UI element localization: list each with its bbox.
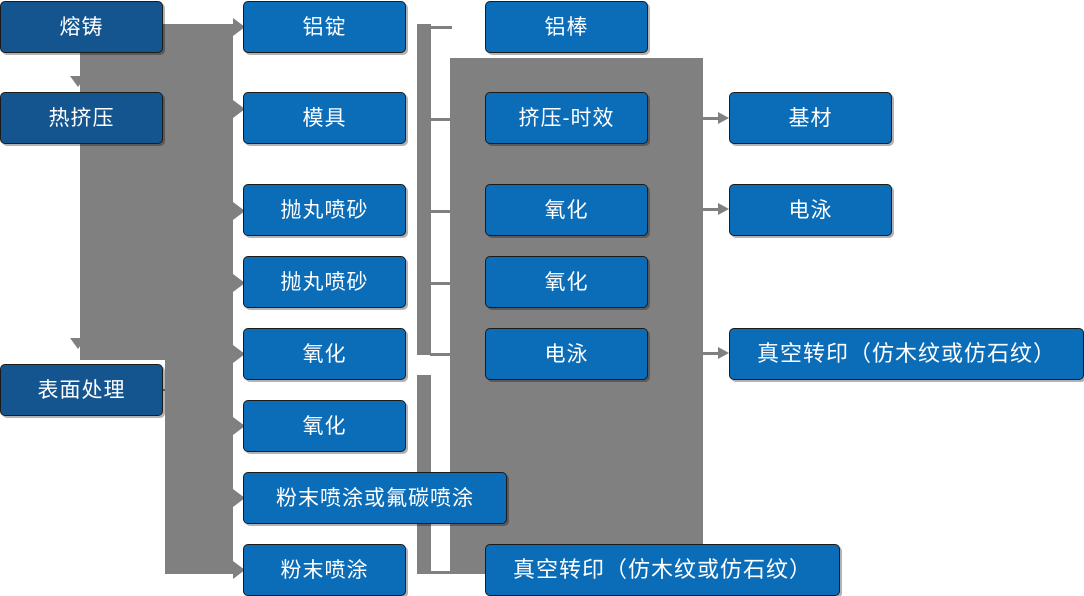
process-box-shot-blasting-2[interactable]: 抛丸喷砂 xyxy=(243,256,406,308)
treatment-box-extrusion-aging[interactable]: 挤压-时效 xyxy=(485,92,648,144)
left-bus-stem xyxy=(165,360,233,574)
box-label: 模具 xyxy=(302,106,347,130)
treatment-box-oxidation-1[interactable]: 氧化 xyxy=(485,184,648,236)
box-label: 抛丸喷砂 xyxy=(280,270,369,294)
arrow-right-icon-6 xyxy=(233,417,245,435)
middle-rail-upper xyxy=(417,24,431,355)
process-box-aluminum-ingot[interactable]: 铝锭 xyxy=(243,1,406,53)
output-box-vacuum-transfer-print[interactable]: 真空转印（仿木纹或仿石纹） xyxy=(729,328,1084,380)
box-label: 基材 xyxy=(788,106,833,130)
arrow-right-icon-4 xyxy=(233,274,245,292)
surface-treatment-connector xyxy=(163,389,185,391)
box-label: 氧化 xyxy=(544,270,589,294)
box-label: 真空转印（仿木纹或仿石纹） xyxy=(756,341,1056,366)
box-label: 挤压-时效 xyxy=(518,106,615,130)
box-label: 真空转印（仿木纹或仿石纹） xyxy=(512,557,812,582)
arrow-right-icon-1 xyxy=(233,18,245,36)
box-label: 氧化 xyxy=(302,414,347,438)
process-box-powder-spray[interactable]: 粉末喷涂 xyxy=(243,544,406,596)
arrow-right-icon-output-3 xyxy=(703,347,729,359)
rail-stub-2 xyxy=(430,118,452,121)
box-label: 氧化 xyxy=(302,342,347,366)
arrow-down-icon-melt-to-extrude xyxy=(70,76,86,87)
rail-stub-6 xyxy=(430,571,452,574)
arrow-right-icon-5 xyxy=(233,345,245,363)
treatment-box-vacuum-transfer-print[interactable]: 真空转印（仿木纹或仿石纹） xyxy=(485,544,840,596)
output-box-electrophoresis[interactable]: 电泳 xyxy=(729,184,892,236)
arrow-right-icon-output-2 xyxy=(703,203,729,215)
rail-stub-3 xyxy=(430,210,452,213)
arrow-right-icon-output-1 xyxy=(703,112,729,124)
box-label: 抛丸喷砂 xyxy=(280,198,369,222)
box-label: 粉末喷涂或氟碳喷涂 xyxy=(276,486,474,510)
box-label: 铝锭 xyxy=(302,15,347,39)
process-box-oxidation-1[interactable]: 氧化 xyxy=(243,328,406,380)
box-label: 粉末喷涂 xyxy=(280,558,369,582)
arrow-right-icon-3 xyxy=(233,202,245,220)
arrow-right-icon-2 xyxy=(233,100,245,118)
stage-box-surface-treatment[interactable]: 表面处理 xyxy=(0,364,163,416)
process-box-mold[interactable]: 模具 xyxy=(243,92,406,144)
box-label: 电泳 xyxy=(544,342,589,366)
box-label: 热挤压 xyxy=(48,106,115,130)
stage-box-melting-casting[interactable]: 熔铸 xyxy=(0,1,163,53)
treatment-box-aluminum-bar[interactable]: 铝棒 xyxy=(485,1,648,53)
process-box-shot-blasting-1[interactable]: 抛丸喷砂 xyxy=(243,184,406,236)
treatment-band-cap xyxy=(450,58,703,62)
output-box-substrate[interactable]: 基材 xyxy=(729,92,892,144)
box-label: 电泳 xyxy=(788,198,833,222)
rail-stub-1 xyxy=(430,26,452,29)
stage-box-hot-extrusion[interactable]: 热挤压 xyxy=(0,92,163,144)
rail-stub-4 xyxy=(430,282,452,285)
treatment-box-oxidation-2[interactable]: 氧化 xyxy=(485,256,648,308)
box-label: 表面处理 xyxy=(37,378,126,402)
process-box-powder-or-fluorocarbon-spray[interactable]: 粉末喷涂或氟碳喷涂 xyxy=(243,472,507,524)
process-box-oxidation-2[interactable]: 氧化 xyxy=(243,400,406,452)
arrow-right-icon-8 xyxy=(233,561,245,579)
box-label: 熔铸 xyxy=(59,15,104,39)
arrow-right-icon-7 xyxy=(233,489,245,507)
left-bus-body xyxy=(80,24,233,360)
rail-stub-5 xyxy=(430,353,452,356)
arrow-down-icon-extrude-to-surface xyxy=(70,338,86,349)
box-label: 氧化 xyxy=(544,198,589,222)
box-label: 铝棒 xyxy=(544,15,589,39)
treatment-box-electrophoresis[interactable]: 电泳 xyxy=(485,328,648,380)
